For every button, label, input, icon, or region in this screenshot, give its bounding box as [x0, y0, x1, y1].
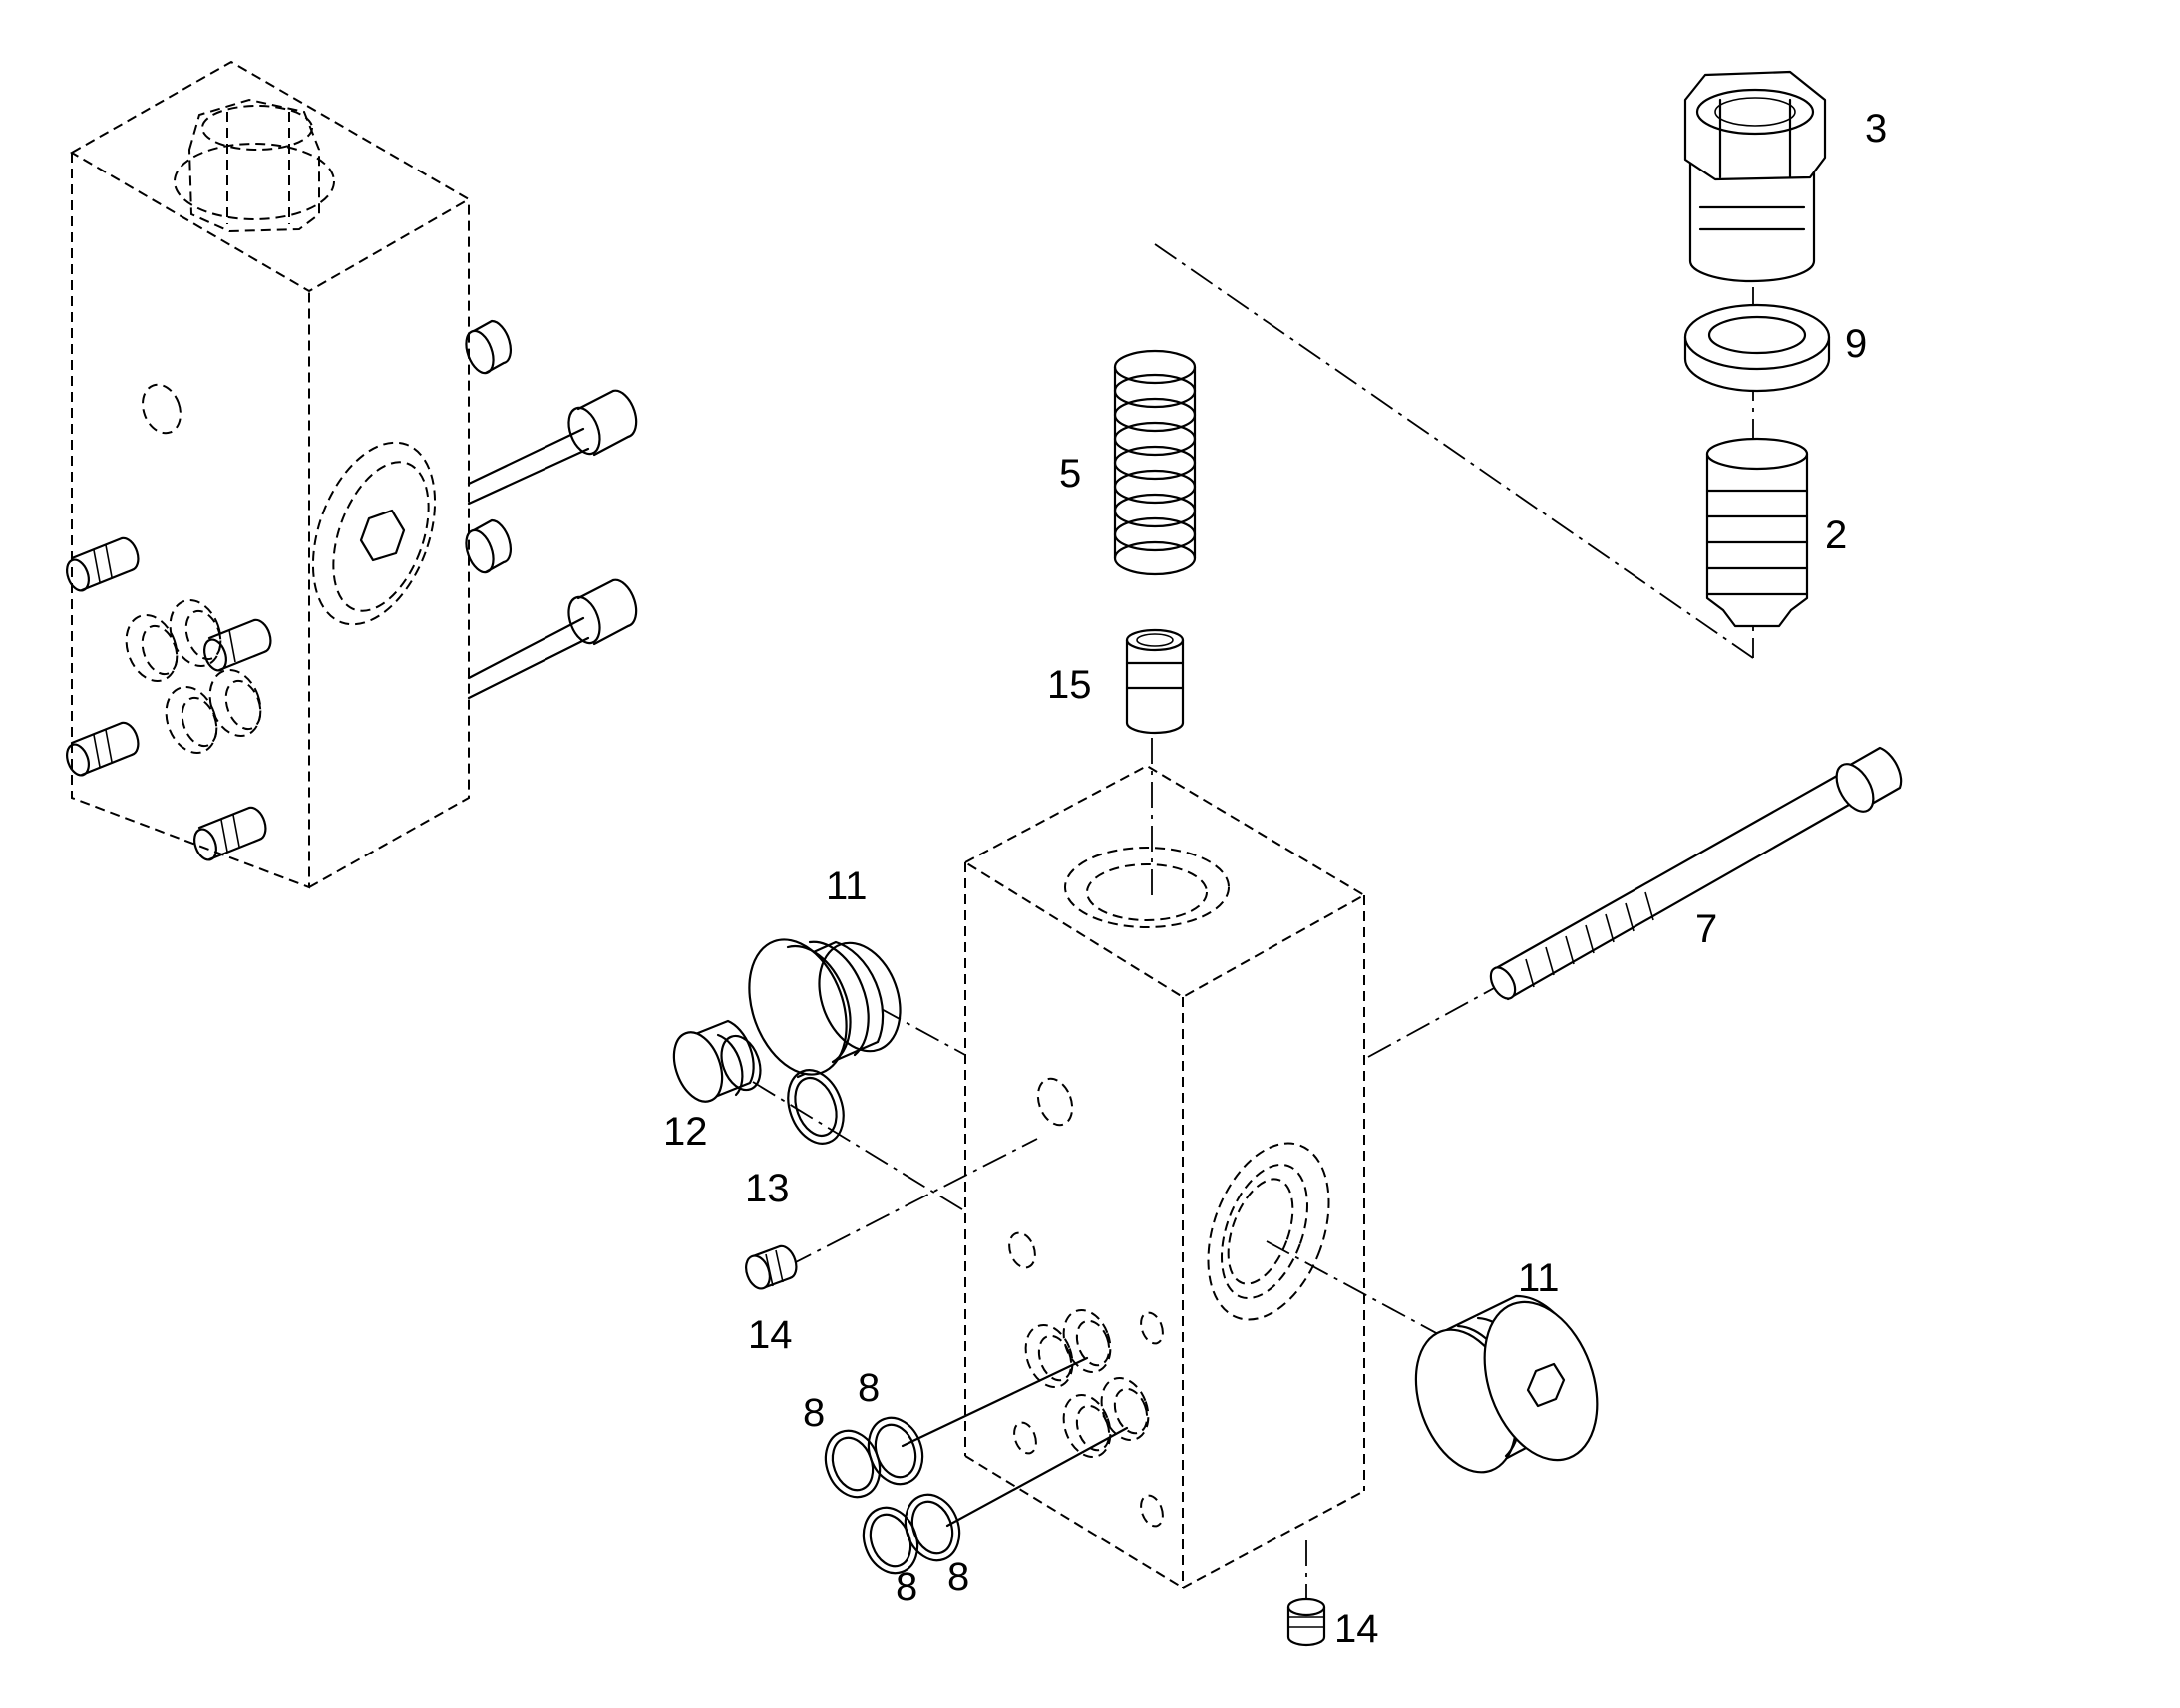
part-3-nut — [1683, 70, 1827, 283]
part-9-washer — [1683, 303, 1831, 393]
callout-14-bottom: 14 — [1334, 1607, 1379, 1651]
callout-8-b: 8 — [803, 1391, 825, 1435]
part-11-plug-lower — [1414, 1294, 1599, 1474]
part-8-orings — [824, 1416, 961, 1575]
part-14-screw-bottom — [1286, 1597, 1326, 1647]
assembled-port-rings — [125, 599, 262, 754]
part-15-sleeve — [1125, 628, 1185, 735]
part-13-oring — [787, 1069, 845, 1145]
assembled-valve-block — [66, 60, 638, 889]
exploded-valve-block — [962, 764, 1366, 1589]
assembly-lines — [752, 199, 1754, 1610]
callout-8-c: 8 — [896, 1565, 917, 1609]
callout-2: 2 — [1825, 513, 1847, 557]
callout-12: 12 — [663, 1110, 708, 1154]
callout-9: 9 — [1845, 322, 1867, 366]
part-2-plunger — [1705, 437, 1809, 628]
callout-11-lower: 11 — [1518, 1256, 1560, 1300]
callout-13: 13 — [745, 1167, 790, 1210]
assembled-side-plug — [311, 441, 437, 626]
assembled-pins — [66, 536, 272, 861]
callout-15: 15 — [1047, 663, 1092, 707]
callout-7: 7 — [1695, 907, 1717, 951]
callout-11-upper: 11 — [826, 864, 868, 908]
part-14-screw-left — [745, 1244, 798, 1290]
callout-8-d: 8 — [947, 1555, 969, 1599]
callout-14-left: 14 — [748, 1313, 793, 1357]
callout-8-a: 8 — [858, 1366, 880, 1410]
part-7-bolt — [1489, 746, 1903, 1001]
callout-3: 3 — [1865, 107, 1887, 151]
part-12-plug — [672, 1019, 762, 1103]
assembled-top-nut — [174, 98, 335, 233]
assembled-bolts — [465, 319, 638, 700]
part-5-spring — [1113, 349, 1197, 576]
callout-5: 5 — [1059, 452, 1081, 496]
part-11-plug-upper — [748, 938, 902, 1079]
